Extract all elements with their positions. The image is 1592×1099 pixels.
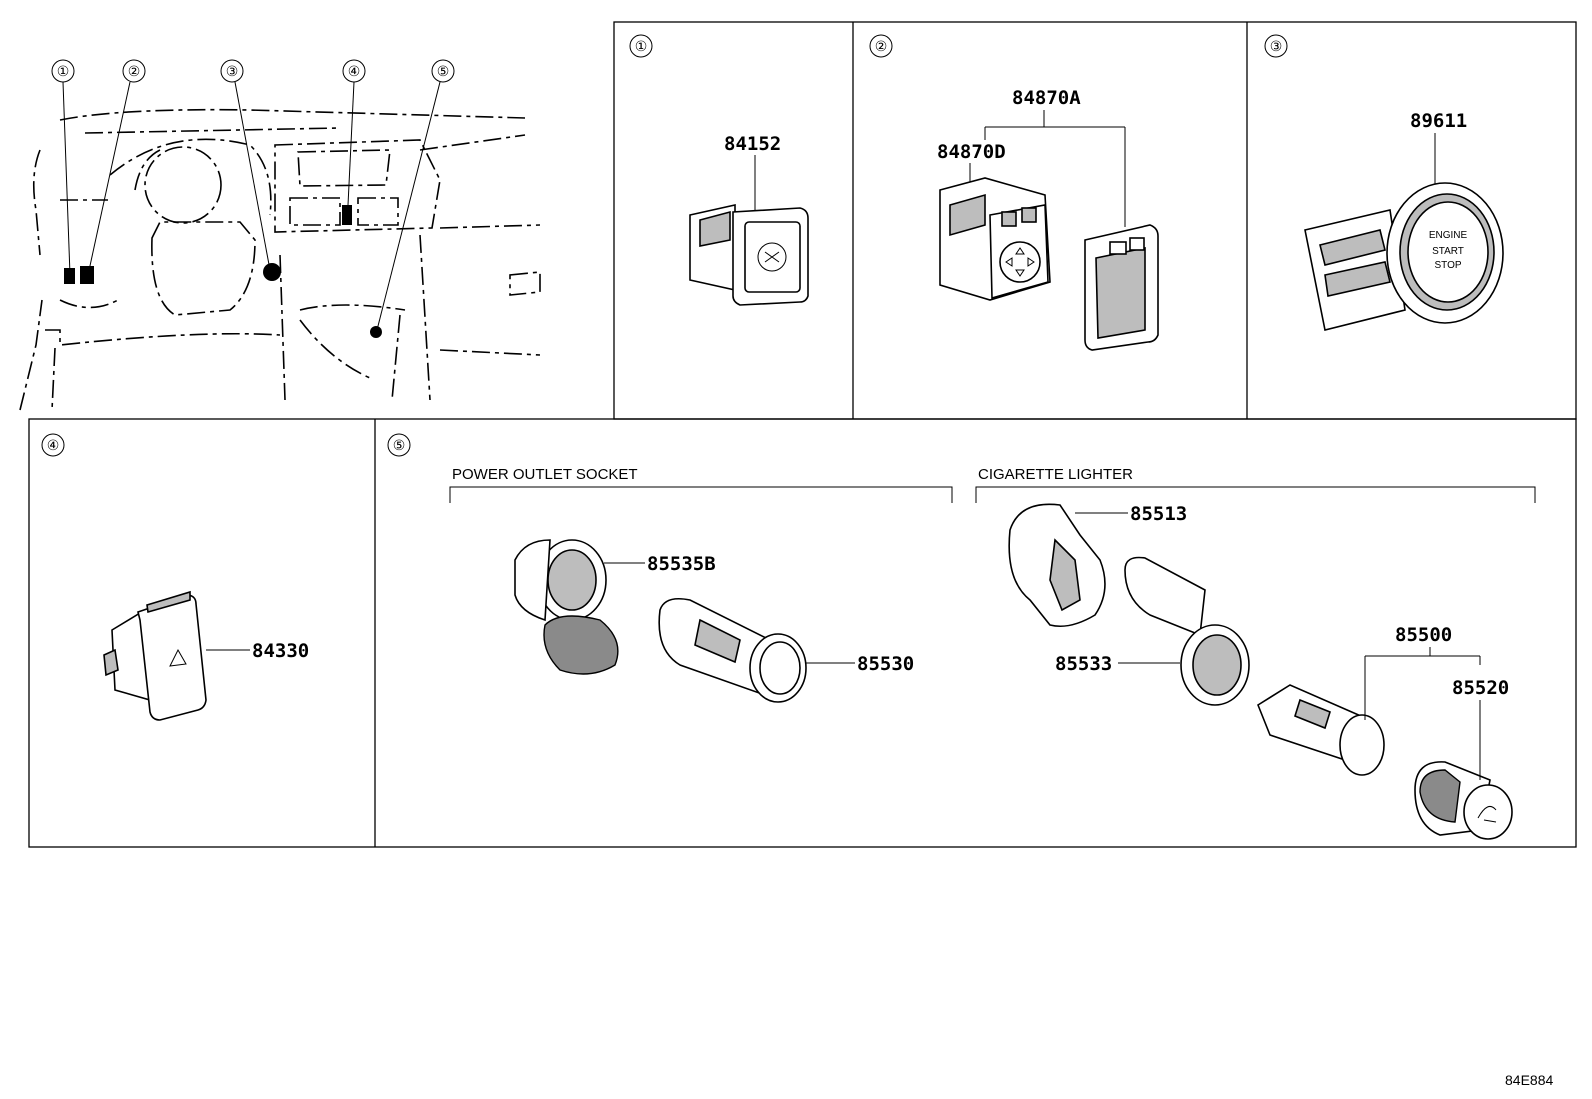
- panel-1-callout: ①: [629, 34, 653, 58]
- panel-3: ③ 89611 ENGINE START STOP: [1264, 34, 1504, 331]
- part-number-85530[interactable]: 85530: [857, 653, 914, 675]
- lighter-socket-85500: [1257, 684, 1385, 776]
- part-number-85500[interactable]: 85500: [1395, 624, 1452, 646]
- engine-start-button-89611: ENGINE START STOP: [1304, 182, 1504, 331]
- svg-text:①: ①: [635, 38, 648, 54]
- panel-5-callout: ⑤: [387, 433, 411, 457]
- panel-5: ⑤ POWER OUTLET SOCKET 85535B 85530 CIGAR…: [387, 433, 1536, 840]
- part-number-85513[interactable]: 85513: [1130, 503, 1187, 525]
- group-title-cigarette-lighter: CIGARETTE LIGHTER: [978, 466, 1133, 483]
- svg-text:①: ①: [57, 63, 70, 79]
- switch-84152: [689, 204, 809, 306]
- panel-2: ② 84870A 84870D: [869, 34, 1159, 351]
- socket-85535B: [514, 539, 619, 675]
- svg-text:②: ②: [128, 63, 141, 79]
- svg-text:START: START: [1432, 246, 1464, 257]
- part-number-89611[interactable]: 89611: [1410, 110, 1467, 132]
- socket-85530: [658, 597, 807, 703]
- svg-text:④: ④: [47, 437, 60, 453]
- svg-text:②: ②: [875, 38, 888, 54]
- diagram-code: 84E884: [1505, 1072, 1553, 1088]
- panel-2-callout: ②: [869, 34, 893, 58]
- panel-4-callout: ④: [41, 433, 65, 457]
- part-number-84152[interactable]: 84152: [724, 133, 781, 155]
- overview-callout-3[interactable]: ③: [220, 59, 271, 271]
- mirror-switch-84870D: [939, 177, 1051, 301]
- mirror-switch-bezel-84870A: [1084, 224, 1159, 351]
- dashboard-overview: ① ② ③ ④ ⑤: [19, 59, 541, 411]
- part-number-84330[interactable]: 84330: [252, 640, 309, 662]
- overview-callout-5[interactable]: ⑤: [376, 59, 455, 331]
- socket-85533: [1124, 556, 1250, 706]
- svg-text:⑤: ⑤: [437, 63, 450, 79]
- svg-text:ENGINE: ENGINE: [1429, 230, 1468, 241]
- svg-text:③: ③: [226, 63, 239, 79]
- part-number-85520[interactable]: 85520: [1452, 677, 1509, 699]
- group-title-power-outlet-socket: POWER OUTLET SOCKET: [452, 466, 638, 483]
- overview-callout-1[interactable]: ①: [51, 59, 75, 276]
- part-number-85533[interactable]: 85533: [1055, 653, 1112, 675]
- overview-callout-2[interactable]: ②: [87, 59, 146, 276]
- panel-4: ④ 84330: [41, 433, 309, 721]
- part-number-85535B[interactable]: 85535B: [647, 553, 716, 575]
- svg-text:⑤: ⑤: [393, 437, 406, 453]
- svg-text:④: ④: [348, 63, 361, 79]
- panel-frames: [28, 21, 1577, 848]
- part-number-84870A[interactable]: 84870A: [1012, 87, 1081, 109]
- overview-callout-4[interactable]: ④: [342, 59, 366, 206]
- panel-1: ① 84152: [629, 34, 809, 306]
- bottom-panels-frame: [28, 418, 1577, 848]
- panel-3-callout: ③: [1264, 34, 1288, 58]
- part-number-84870D[interactable]: 84870D: [937, 141, 1006, 163]
- svg-text:③: ③: [1270, 38, 1283, 54]
- bracket-85513: [1008, 503, 1106, 628]
- lighter-knob-85520: [1414, 761, 1513, 840]
- hazard-switch-84330: [103, 590, 207, 721]
- svg-text:STOP: STOP: [1434, 260, 1461, 271]
